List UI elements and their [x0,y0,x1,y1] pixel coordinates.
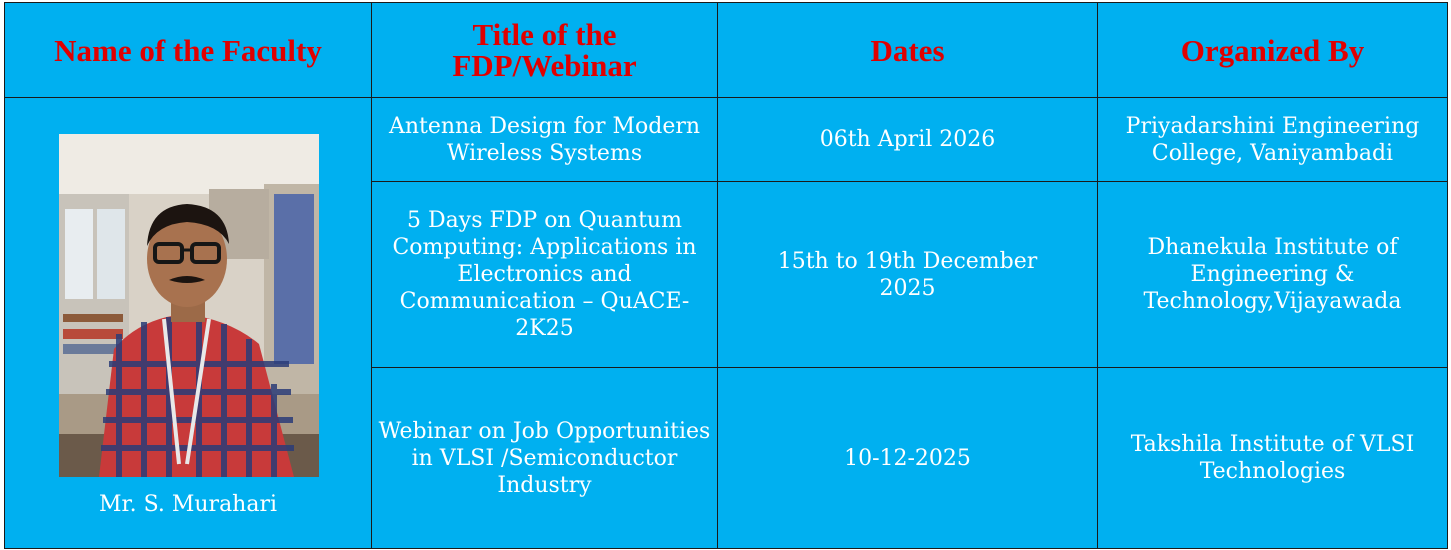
row-3-dates: 10-12-2025 [717,367,1098,549]
row-1-organized-by: Priyadarshini Engineering College, Vaniy… [1097,97,1448,182]
header-title: Title of the FDP/Webinar [371,2,718,98]
header-organized-by: Organized By [1097,2,1448,98]
header-title-text: Title of the FDP/Webinar [452,17,637,83]
table-row: 5 Days FDP on Quantum Computing: Applica… [5,181,1448,368]
table-row: Mr. S. Murahari Antenna Design for Moder… [4,97,1448,549]
row-1-dates: 06th April 2026 [717,97,1098,182]
row-2-organized-by: Dhanekula Institute of Engineering & Tec… [1097,181,1448,368]
fdp-table: Name of the Faculty Title of the FDP/Web… [4,2,1448,549]
row-1-title: Antenna Design for Modern Wireless Syste… [371,97,718,182]
row-3-title: Webinar on Job Opportunities in VLSI /Se… [371,367,718,549]
faculty-photo-image [59,134,319,477]
row-3-organized-by: Takshila Institute of VLSI Technologies [1097,367,1448,549]
faculty-cell: Mr. S. Murahari [4,97,372,549]
row-2-dates: 15th to 19th December 2025 [717,181,1098,368]
faculty-name: Mr. S. Murahari [98,492,278,517]
header-faculty: Name of the Faculty [4,2,372,98]
faculty-photo [59,134,319,477]
header-row: Name of the Faculty Title of the FDP/Web… [4,2,1448,98]
header-dates: Dates [717,2,1098,98]
table-row: Webinar on Job Opportunities in VLSI /Se… [5,367,1448,549]
row-2-title: 5 Days FDP on Quantum Computing: Applica… [371,181,718,368]
